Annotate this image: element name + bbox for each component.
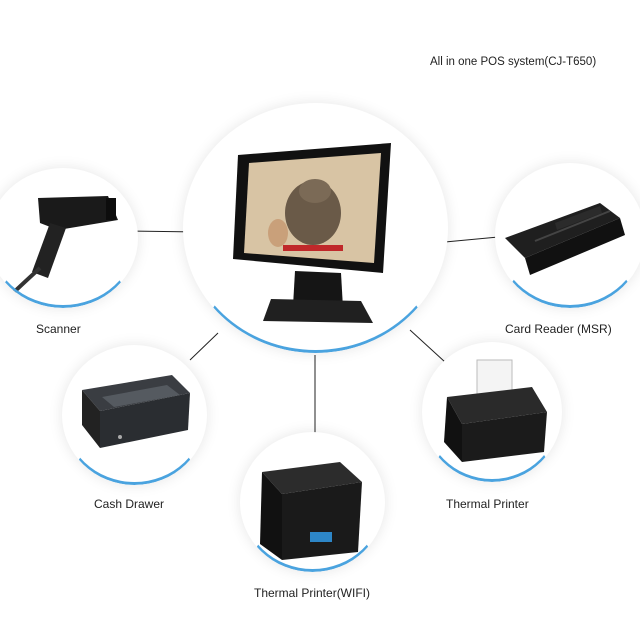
thermal-printer-wifi-label: Thermal Printer(WIFI) <box>254 586 371 600</box>
thermal-printer-label: Thermal Printer <box>446 497 529 511</box>
barcode-scanner-image <box>6 196 118 300</box>
cash-drawer-label: Cash Drawer <box>94 497 165 511</box>
pos-terminal-image <box>233 143 391 323</box>
page-title: All in one POS system(CJ-T650) <box>430 56 597 68</box>
thermal-printer-wifi-image <box>260 462 362 560</box>
card-reader-label: Card Reader (MSR) <box>505 322 612 336</box>
pos-terminal-bubble <box>183 103 448 353</box>
thermal-printer-bubble <box>422 342 562 482</box>
card-reader-bubble <box>495 163 640 308</box>
thermal-printer-wifi-bubble <box>240 432 385 572</box>
cash-drawer-bubble <box>62 345 207 485</box>
thermal-printer-image <box>444 359 547 462</box>
scanner-bubble <box>0 168 138 308</box>
scanner-label: Scanner <box>36 322 81 336</box>
cash-drawer-image <box>82 375 190 448</box>
card-reader-image <box>505 203 625 275</box>
